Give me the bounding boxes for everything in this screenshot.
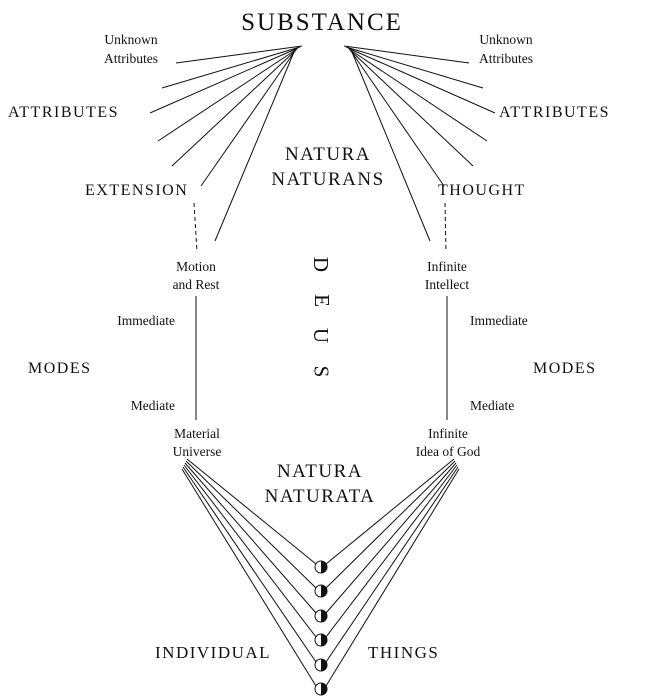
material-universe-label: Material Universe: [173, 425, 222, 461]
deus-letter-d: D: [309, 256, 334, 273]
unknown-attributes-right-line2: Attributes: [479, 51, 533, 66]
attributes-left-label: ATTRIBUTES: [8, 104, 119, 121]
modes-left-label: MODES: [28, 360, 92, 377]
mediate-right-label: Mediate: [470, 398, 515, 413]
substance-to-right-attributes-lines: [343, 45, 496, 242]
natura-naturans-line1: NATURA: [284, 144, 372, 165]
individual-label: INDIVIDUAL: [155, 643, 272, 662]
natura-naturata-line1: NATURA: [276, 461, 364, 482]
deus-letter-u: U: [309, 328, 334, 344]
extension-to-motion-dashed-line: [193, 202, 198, 253]
things-label: THINGS: [368, 643, 440, 662]
material-universe-line2: Universe: [172, 444, 222, 459]
mediate-left-label: Mediate: [130, 398, 175, 413]
infinite-idea-of-god-line2: Idea of God: [415, 444, 481, 459]
unknown-attributes-left-line1: Unknown: [104, 32, 158, 47]
thought-to-intellect-dashed-line: [444, 202, 447, 253]
unknown-attributes-left-line2: Attributes: [104, 51, 158, 66]
material-universe-to-things-lines: [181, 458, 317, 687]
idea-of-god-to-things-lines: [325, 458, 460, 687]
infinite-idea-of-god-label: Infinite Idea of God: [416, 425, 480, 461]
immediate-right-label: Immediate: [470, 313, 528, 328]
infinite-intellect-line2: Intellect: [424, 277, 470, 292]
motion-and-rest-line1: Motion: [176, 259, 216, 274]
natura-naturata-label: NATURA NATURATA: [265, 459, 376, 509]
individual-thing-icon: [314, 658, 328, 672]
substance-label: SUBSTANCE: [241, 9, 403, 36]
unknown-attributes-right-label: Unknown Attributes: [479, 30, 533, 68]
deus-letter-s: S: [309, 365, 334, 378]
individual-thing-icon: [314, 609, 328, 623]
infinite-intellect-label: Infinite Intellect: [425, 258, 469, 294]
immediate-left-label: Immediate: [117, 313, 175, 328]
deus-letter-e: E: [309, 293, 334, 307]
modes-right-label: MODES: [533, 360, 597, 377]
individual-thing-icon: [314, 560, 328, 574]
infinite-idea-of-god-line1: Infinite: [428, 426, 468, 441]
substance-to-left-attributes-lines: [149, 45, 303, 242]
natura-naturans-label: NATURA NATURANS: [271, 142, 384, 192]
material-universe-line1: Material: [174, 426, 220, 441]
natura-naturans-line2: NATURANS: [271, 169, 385, 190]
extension-label: EXTENSION: [85, 182, 189, 199]
motion-and-rest-label: Motion and Rest: [173, 258, 220, 294]
unknown-attributes-left-label: Unknown Attributes: [104, 30, 158, 68]
motion-and-rest-line2: and Rest: [172, 277, 220, 292]
individual-thing-icon: [314, 633, 328, 647]
thought-label: THOUGHT: [438, 182, 526, 199]
individual-thing-icon: [314, 584, 328, 598]
natura-naturata-line2: NATURATA: [264, 486, 376, 507]
unknown-attributes-right-line1: Unknown: [479, 32, 533, 47]
deus-label: D E U S: [308, 252, 334, 384]
infinite-intellect-line1: Infinite: [427, 259, 467, 274]
attributes-right-label: ATTRIBUTES: [499, 104, 610, 121]
individual-thing-icon: [314, 682, 328, 696]
